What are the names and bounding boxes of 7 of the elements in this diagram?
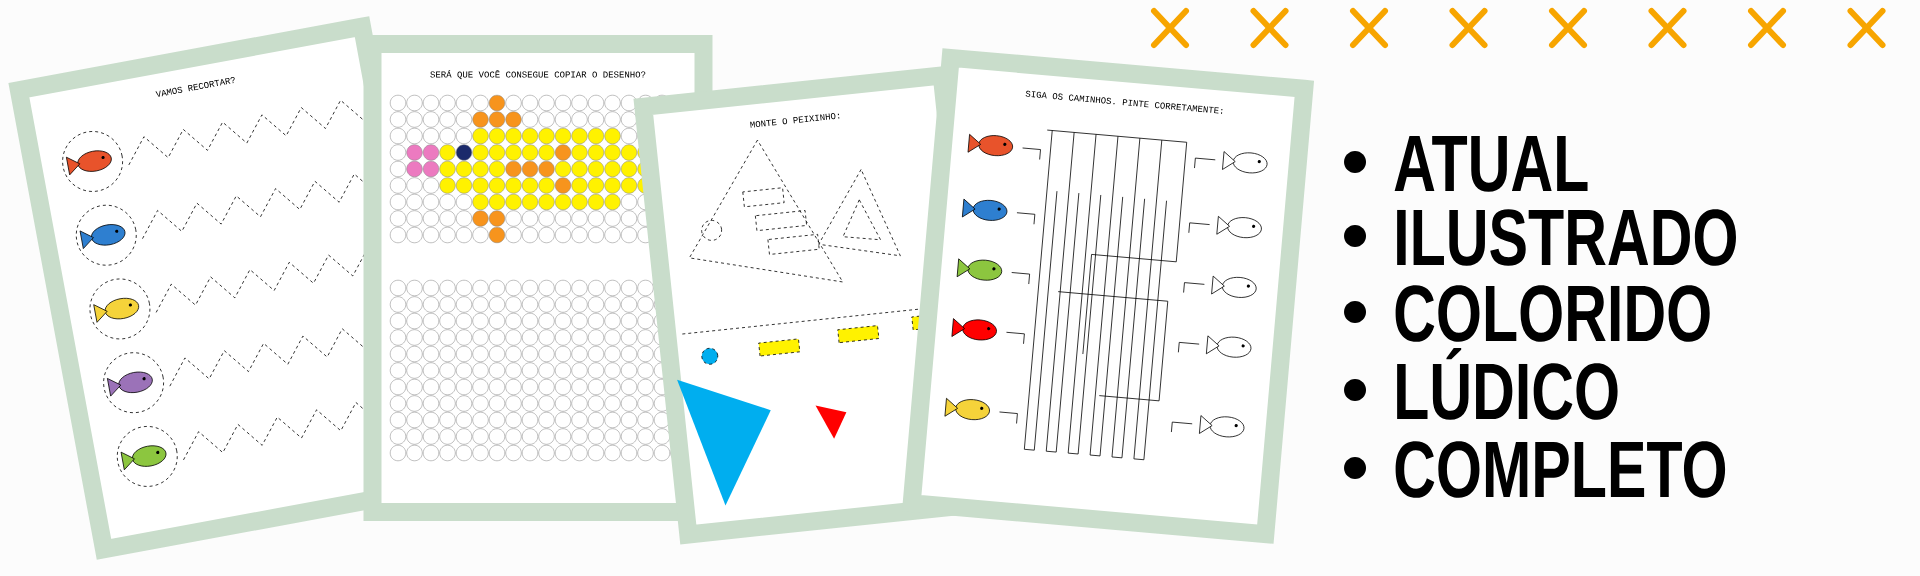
- node-label: SIGA OS CAMINHOS. PINTE CORRETAMENTE:: [1025, 90, 1223, 114]
- bullet-item: COLORIDO: [1344, 285, 1710, 342]
- bullet-item: ILUSTRADO: [1344, 209, 1736, 266]
- node-label: MONTE O PEIXINHO:: [750, 113, 840, 128]
- bullet-item: ATUAL: [1344, 135, 1588, 192]
- bullet-item: COMPLETO: [1344, 441, 1726, 498]
- bullet-item: LÚDICO: [1344, 348, 1618, 420]
